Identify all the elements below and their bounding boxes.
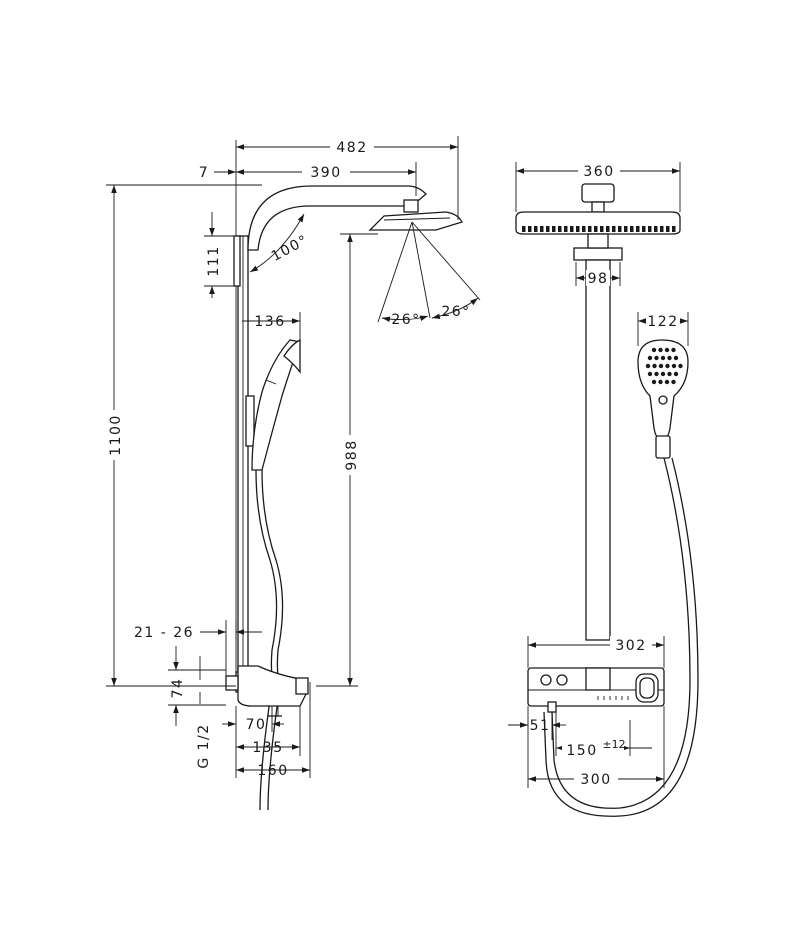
dim-handshower-width: 136 [254,314,285,330]
dim-arm-length: 390 [310,165,341,181]
dim-arm-angle: 100° [269,232,312,265]
dim-bracket-width: 98 [588,271,609,287]
dim-wall-offset: 7 [199,165,209,181]
front-view: 360 98 122 302 51 150 ±12 [508,162,699,817]
overhead-shower-front [515,183,681,235]
dim-inlet-spacing-front: 150 [566,743,597,759]
dim-wall-distance: 21 - 26 [134,625,194,641]
dim-handshower-width-front: 122 [647,314,678,330]
dim-thermostat-base: 300 [580,772,611,788]
dim-outlet-offset: 51 [530,718,551,734]
dim-inlet-spacing-side: 74 [170,678,186,699]
dim-head-height: 988 [344,439,360,470]
overhead-shower-side [368,199,463,231]
dim-tilt-left: 26° [391,312,420,328]
wall-bracket [233,235,241,287]
dim-depth-160: 160 [257,763,288,779]
dim-tilt-right: 26° [441,304,470,320]
inlet-thread-label: G 1/2 [196,723,212,768]
handshower-front [637,339,689,459]
thermostat-side [225,665,309,717]
dim-depth-135: 135 [252,740,283,756]
dim-overall-width: 482 [336,140,367,156]
arm-bracket-front [573,247,623,261]
dim-overall-height: 1100 [108,414,124,456]
handshower-side [245,338,301,471]
riser-pipe-front [585,259,611,641]
side-view: 482 390 7 1100 988 111 100° [104,136,481,811]
shower-hose-side [255,469,297,701]
dim-inlet-tolerance: ±12 [602,738,625,751]
riser-pipe [237,235,249,673]
dim-depth-70: 70 [246,717,267,733]
dim-head-width: 360 [583,164,614,180]
dim-bracket-gap: 111 [206,245,222,276]
dim-thermostat-width: 302 [615,638,646,654]
thermostat-front [527,667,665,713]
